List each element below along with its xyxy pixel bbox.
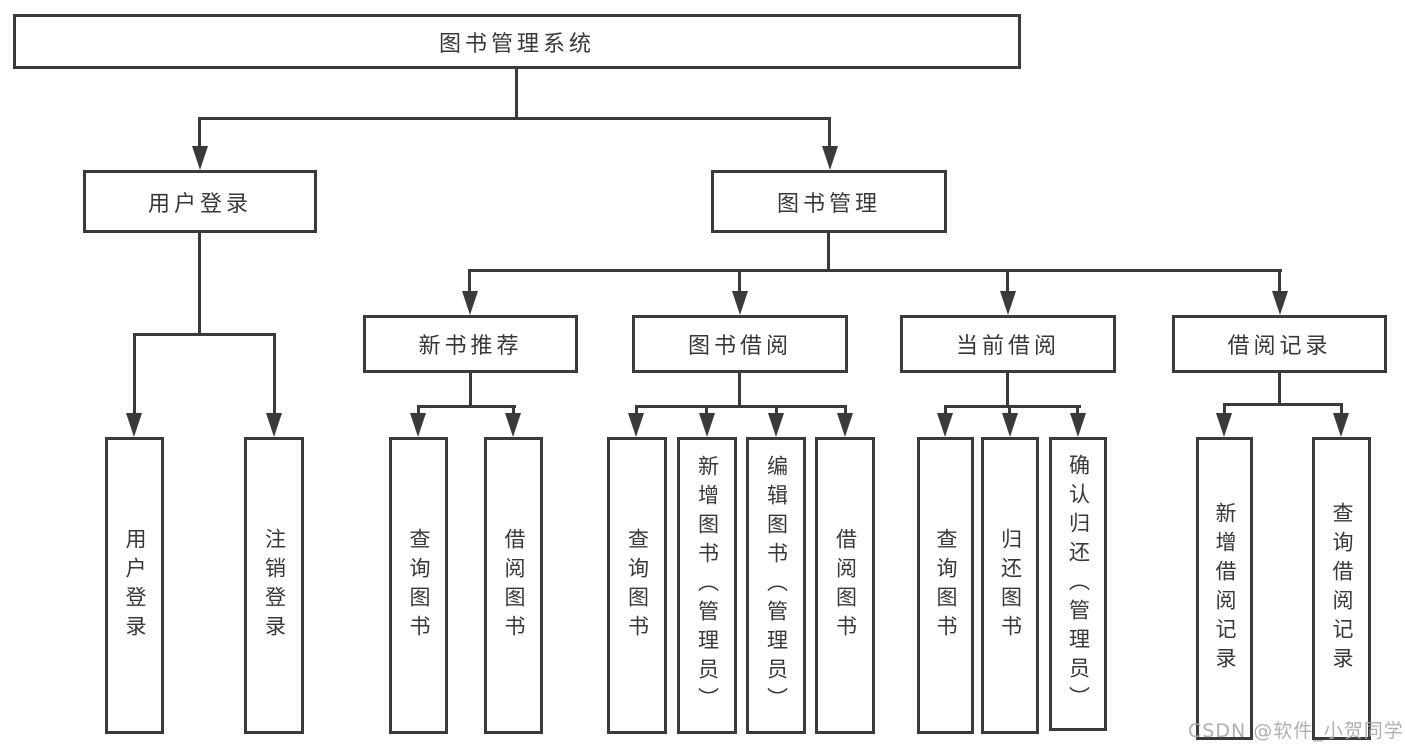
connector-to-leaf-logout — [273, 333, 276, 417]
node-new-book-recommend: 新书推荐 — [363, 315, 578, 373]
leaf-br-query-record: 查询借阅记录 — [1312, 437, 1371, 740]
arrowhead-cb-query-books-icon — [937, 413, 953, 437]
connector-user-login-stem — [198, 232, 201, 336]
connector-to-br-add-record — [1223, 403, 1226, 419]
connector-to-borrow-records — [1278, 269, 1281, 295]
arrowhead-cb-return-books-icon — [1002, 413, 1018, 437]
leaf-cb-return-books: 归还图书 — [981, 437, 1039, 734]
connector-to-bb-query-books — [635, 405, 638, 419]
arrowhead-bb-borrow-books-icon — [837, 413, 853, 437]
connector-to-cb-return-books — [1008, 405, 1011, 419]
leaf-logout: 注销登录 — [244, 437, 304, 734]
node-current-borrow: 当前借阅 — [900, 315, 1116, 373]
connector-current-borrow-stem — [1006, 373, 1009, 408]
connector-current-borrow-crossbar — [944, 405, 1081, 408]
connector-book-management-stem — [827, 232, 830, 272]
leaf-rec-borrow-books: 借阅图书 — [484, 437, 543, 734]
connector-to-current-borrow — [1006, 269, 1009, 295]
connector-to-br-query-record — [1340, 403, 1343, 419]
connector-to-leaf-user-login — [133, 333, 136, 417]
connector-root-stem — [515, 68, 518, 120]
connector-to-rec-query-books — [417, 405, 420, 419]
leaf-bb-query-books: 查询图书 — [607, 437, 667, 734]
arrowhead-new-book-recommend-icon — [462, 291, 478, 315]
connector-to-book-borrow — [738, 269, 741, 295]
arrowhead-bb-query-books-icon — [628, 413, 644, 437]
arrowhead-borrow-records-icon — [1272, 291, 1288, 315]
arrowhead-bb-add-books-icon — [699, 413, 715, 437]
connector-borrow-records-stem — [1278, 373, 1281, 406]
leaf-bb-edit-books-admin: 编辑图书（管理员） — [746, 437, 806, 734]
arrowhead-br-query-record-icon — [1333, 413, 1349, 437]
connector-root-to-user-login — [198, 117, 201, 150]
connector-to-cb-query-books — [944, 405, 947, 419]
arrowhead-user-login-icon — [192, 146, 208, 170]
node-library-management-system: 图书管理系统 — [13, 14, 1021, 69]
leaf-user-login: 用户登录 — [105, 437, 164, 734]
connector-user-login-crossbar — [133, 333, 276, 336]
node-borrow-records: 借阅记录 — [1172, 315, 1387, 373]
arrowhead-rec-borrow-books-icon — [505, 413, 521, 437]
leaf-br-add-record: 新增借阅记录 — [1196, 437, 1253, 740]
connector-to-bb-edit-books — [775, 405, 778, 419]
leaf-cb-confirm-return-admin: 确认归还（管理员） — [1049, 437, 1107, 731]
arrowhead-leaf-logout-icon — [266, 413, 282, 437]
arrowhead-leaf-user-login-icon — [126, 413, 142, 437]
connector-to-bb-borrow-books — [844, 405, 847, 419]
connector-book-borrow-stem — [738, 373, 741, 408]
arrowhead-bb-edit-books-icon — [768, 413, 784, 437]
node-user-login: 用户登录 — [83, 170, 317, 233]
connector-new-book-recommend-crossbar — [417, 405, 516, 408]
arrowhead-cb-confirm-return-icon — [1070, 413, 1086, 437]
arrowhead-book-management-icon — [822, 146, 838, 170]
arrowhead-book-borrow-icon — [732, 291, 748, 315]
leaf-rec-query-books: 查询图书 — [389, 437, 448, 734]
leaf-bb-add-books-admin: 新增图书（管理员） — [677, 437, 737, 734]
arrowhead-rec-query-books-icon — [410, 413, 426, 437]
arrowhead-br-add-record-icon — [1216, 413, 1232, 437]
connector-book-borrow-crossbar — [635, 405, 847, 408]
connector-to-new-book-recommend — [468, 269, 471, 295]
connector-borrow-records-crossbar — [1223, 403, 1343, 406]
csdn-watermark: CSDN @软件_小贺同学 — [1188, 720, 1404, 742]
connector-to-cb-confirm-return — [1076, 405, 1079, 419]
arrowhead-current-borrow-icon — [1000, 291, 1016, 315]
connector-root-crossbar — [198, 117, 831, 120]
connector-to-bb-add-books — [705, 405, 708, 419]
connector-book-management-crossbar — [469, 269, 1282, 272]
leaf-cb-query-books: 查询图书 — [917, 437, 974, 734]
connector-to-rec-borrow-books — [512, 405, 515, 419]
connector-root-to-book-management — [828, 117, 831, 150]
node-book-borrow: 图书借阅 — [632, 315, 848, 373]
connector-new-book-recommend-stem — [469, 373, 472, 408]
node-book-management: 图书管理 — [711, 170, 947, 233]
leaf-bb-borrow-books: 借阅图书 — [815, 437, 875, 734]
